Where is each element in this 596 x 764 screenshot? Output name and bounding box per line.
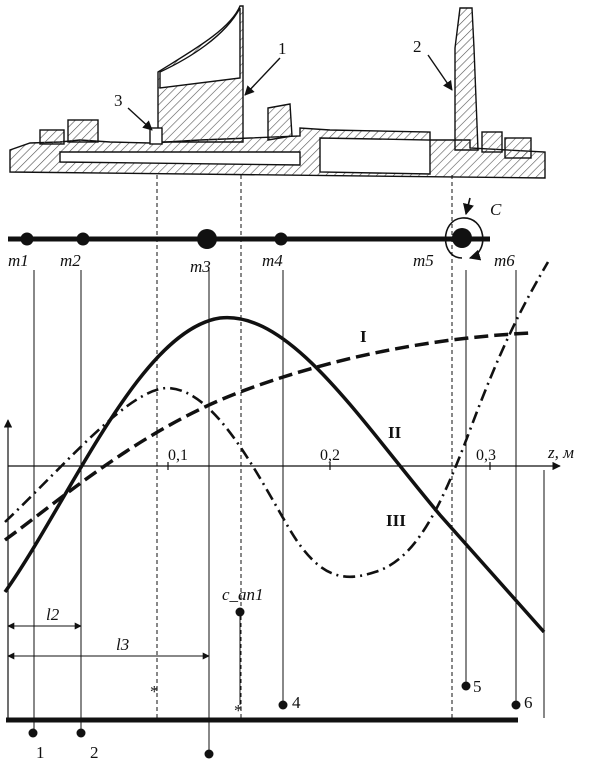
mass-label-m5: m5 bbox=[413, 251, 434, 270]
mass-label-m3: m3 bbox=[190, 257, 211, 276]
support-point-6 bbox=[511, 700, 521, 710]
stiffness-label: c_an1 bbox=[222, 585, 264, 604]
curve-I bbox=[3, 331, 531, 542]
x-tick-0-3: 0,3 bbox=[476, 447, 496, 464]
stiffness-point bbox=[235, 607, 245, 617]
shaft-centerline-band bbox=[59, 151, 301, 166]
impeller-2 bbox=[454, 7, 479, 151]
mass-label-m4: m4 bbox=[262, 251, 283, 270]
support-label-2: 2 bbox=[90, 743, 99, 762]
torque-label: C bbox=[490, 200, 502, 219]
svg-text:l2: l2 bbox=[46, 605, 60, 624]
x-tick-0-2: 0,2 bbox=[320, 447, 340, 464]
curve-label-II: II bbox=[388, 423, 402, 442]
mass-m2 bbox=[76, 232, 90, 246]
mass-label-m6: m6 bbox=[494, 251, 515, 270]
mass-m5 bbox=[452, 228, 472, 248]
x-tick-0-1: 0,1 bbox=[168, 447, 188, 464]
right-nut bbox=[504, 137, 532, 159]
support-point-3 bbox=[204, 749, 214, 759]
rotor-assembly-drawing bbox=[9, 5, 546, 179]
torque-spiral-icon bbox=[444, 217, 484, 261]
callout-2: 2 bbox=[413, 37, 422, 56]
support-point-1 bbox=[28, 728, 38, 738]
mid-collar bbox=[267, 103, 293, 141]
impeller-1-blade bbox=[159, 7, 241, 89]
callout-1: 1 bbox=[278, 39, 287, 58]
lumped-mass-model: C m1 m2 m3 m4 m5 m6 bbox=[8, 197, 515, 276]
support-point-5 bbox=[461, 681, 471, 691]
mass-m1 bbox=[20, 232, 34, 246]
mass-m3 bbox=[197, 229, 217, 249]
dimension-l2: l2 bbox=[7, 605, 82, 630]
curve-label-III: III bbox=[386, 511, 406, 530]
left-collar bbox=[39, 129, 65, 145]
curve-III bbox=[4, 261, 550, 579]
assembly-callouts: 1 2 3 bbox=[114, 37, 453, 131]
mode-shape-plot: 0,1 0,2 0,3 z, м I II III l2 l3 c_an1 bbox=[3, 261, 574, 752]
shaft-bore bbox=[319, 137, 431, 175]
curve-II bbox=[3, 315, 546, 634]
left-hub bbox=[67, 119, 99, 143]
support-base: 1 2 4 5 6 * * bbox=[6, 677, 533, 762]
svg-text:l3: l3 bbox=[116, 635, 129, 654]
right-collar bbox=[481, 131, 503, 153]
x-axis-label: z, м bbox=[547, 443, 574, 462]
support-label-1: 1 bbox=[36, 743, 45, 762]
curve-label-I: I bbox=[360, 327, 367, 346]
asterisk-left: * bbox=[150, 682, 159, 701]
mass-label-m2: m2 bbox=[60, 251, 81, 270]
seal-3 bbox=[149, 127, 163, 145]
mass-label-m1: m1 bbox=[8, 251, 29, 270]
support-point-4 bbox=[278, 700, 288, 710]
support-point-2 bbox=[76, 728, 86, 738]
support-label-6: 6 bbox=[524, 693, 533, 712]
support-label-5: 5 bbox=[473, 677, 482, 696]
dimension-l3: l3 bbox=[7, 635, 210, 660]
support-label-4: 4 bbox=[292, 693, 301, 712]
callout-3: 3 bbox=[114, 91, 123, 110]
asterisk-right: * bbox=[234, 701, 243, 720]
mass-m4 bbox=[274, 232, 288, 246]
